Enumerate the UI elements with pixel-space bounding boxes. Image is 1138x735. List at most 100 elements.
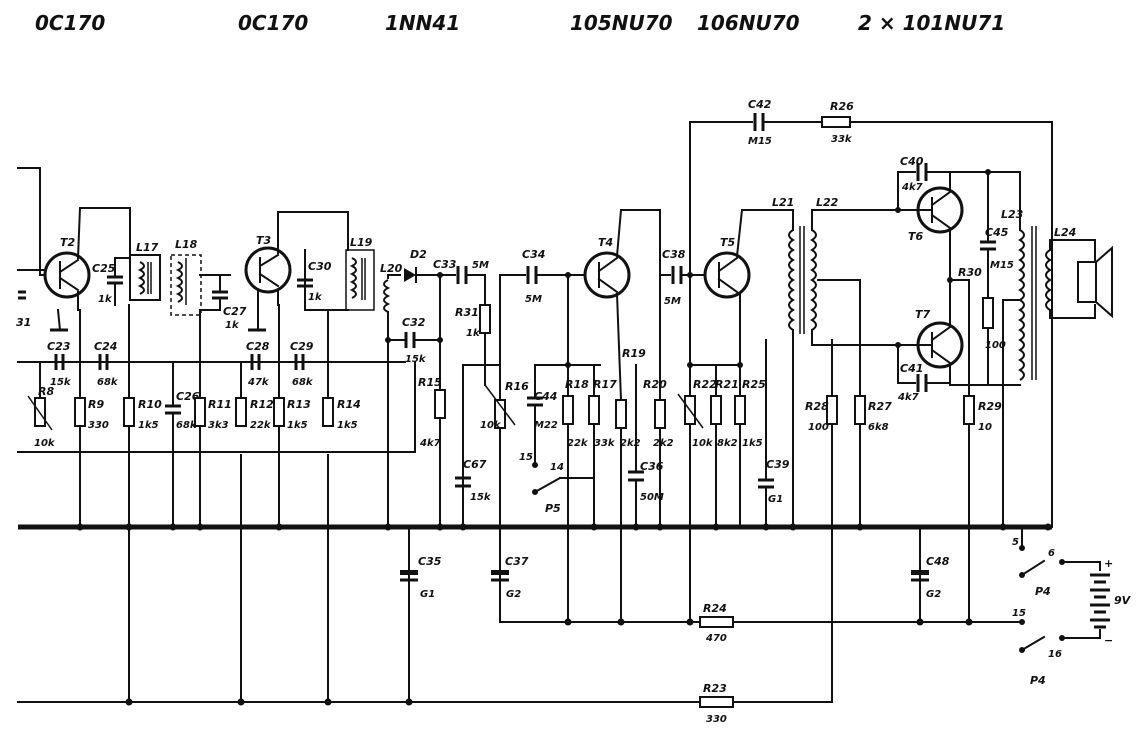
value-r20: 2k2	[653, 438, 674, 449]
label-l22: L22	[816, 196, 839, 209]
label-r12: R12	[250, 398, 274, 411]
rail-resistors: R24 470 R23 330	[699, 602, 734, 725]
value-r15: 4k7	[419, 438, 441, 449]
value-c28: 47k	[247, 377, 270, 388]
label-t2: T2	[60, 236, 76, 249]
stage-output: T6 T7 C40 4k7 C41 4k7 R30 C45 M15 100	[895, 155, 1113, 528]
pin-15: 15	[1012, 608, 1026, 619]
value-r19: 2k2	[620, 438, 641, 449]
resistor-r28	[826, 395, 838, 425]
value-c24: 68k	[97, 377, 119, 388]
label-r23: R23	[703, 682, 727, 695]
value-c67: 15k	[470, 492, 492, 503]
resistor-r19	[615, 399, 627, 429]
resistor-r15	[434, 389, 446, 419]
resistor-r30	[982, 297, 994, 329]
battery-minus: −	[1104, 634, 1113, 647]
transistor-t4	[583, 251, 631, 299]
label-r27: R27	[868, 400, 892, 413]
label-c37: C37	[505, 555, 529, 568]
pin-6: 6	[1048, 548, 1055, 559]
label-t4: T4	[598, 236, 613, 249]
label-p5: P5	[545, 502, 561, 515]
label-c36: C36	[640, 460, 664, 473]
speaker-body	[1077, 261, 1097, 303]
label-c26: C26	[176, 390, 200, 403]
value-r29: 10	[978, 422, 992, 433]
label-r31: R31	[455, 306, 479, 319]
label-r13: R13	[287, 398, 311, 411]
label-r17: R17	[593, 378, 617, 391]
label-r8: R8	[38, 385, 54, 398]
header-label-t3: 0C170	[238, 11, 308, 35]
label-c28: C28	[246, 340, 270, 353]
pin-16: 16	[1048, 649, 1062, 660]
value-r13: 1k5	[287, 420, 308, 431]
label-c30: C30	[308, 260, 332, 273]
label-c29: C29	[290, 340, 314, 353]
label-r19: R19	[622, 347, 646, 360]
bias-network-left: C23 15k C24 68k C28 47k C29 68k R8 10k R…	[17, 304, 416, 528]
value-c40: 4k7	[901, 182, 923, 193]
pin-15-p5: 15	[519, 452, 533, 463]
label-r10: R10	[138, 398, 162, 411]
label-c31-partial: 31	[16, 316, 31, 329]
value-r26: 33k	[831, 134, 853, 145]
value-r22: 10k	[692, 438, 714, 449]
tank-l17: C25 1k L17	[92, 241, 161, 306]
value-c42: M15	[748, 136, 772, 147]
junction-dots	[76, 523, 1052, 706]
label-r18: R18	[565, 378, 589, 391]
label-c34: C34	[522, 248, 545, 261]
lower-rails	[17, 339, 1021, 703]
header-label-t6-t7: 2 × 101NU71	[858, 11, 1005, 35]
label-l21: L21	[772, 196, 794, 209]
stage-t2: T2 31	[16, 167, 131, 332]
label-r15: R15	[418, 376, 442, 389]
battery-voltage: 9V	[1114, 594, 1132, 607]
tank-l18: L18 C27 1k	[170, 238, 247, 331]
resistor-r17	[588, 395, 600, 425]
value-c48: G2	[926, 589, 941, 600]
label-c45: C45	[985, 226, 1009, 239]
value-c25: 1k	[98, 294, 113, 305]
resistor-r24	[699, 616, 734, 628]
value-r9: 330	[88, 420, 109, 431]
value-c36: 50M	[640, 492, 664, 503]
label-r16: R16	[505, 380, 529, 393]
value-c37: G2	[506, 589, 521, 600]
value-c30: 1k	[308, 292, 323, 303]
value-c29: 68k	[292, 377, 314, 388]
value-c39: G1	[768, 494, 783, 505]
value-r21: 8k2	[717, 438, 738, 449]
transistor-t5	[703, 251, 751, 299]
value-r10: 1k5	[138, 420, 159, 431]
resistor-r27	[854, 395, 866, 425]
volume-network: R31 1k R15 4k7 R16 10k C67 15k	[418, 274, 529, 528]
label-t3: T3	[256, 234, 272, 247]
pin-14-p5: 14	[550, 462, 564, 473]
transistor-t3	[244, 246, 292, 294]
battery-plus: +	[1104, 557, 1113, 570]
value-c41: 4k7	[897, 392, 919, 403]
label-r20: R20	[643, 378, 667, 391]
header-label-t5: 106NU70	[697, 11, 800, 35]
header-label-d2: 1NN41	[385, 11, 460, 35]
label-c44: C44	[534, 390, 557, 403]
label-c32: C32	[402, 316, 426, 329]
stage-t4: T4 C34 5M R18 22k R17 33k C44 M22 15 14 …	[499, 209, 674, 528]
value-r28: 100	[808, 422, 829, 433]
resistor-r25	[734, 395, 746, 425]
label-t7: T7	[915, 308, 931, 321]
battery-9v	[1090, 573, 1110, 629]
label-c23: C23	[47, 340, 71, 353]
value-r14: 1k5	[337, 420, 358, 431]
value-r11: 3k3	[208, 420, 229, 431]
value-r23: 330	[706, 714, 727, 725]
resistor-r14	[322, 397, 334, 427]
header-label-t2: 0C170	[35, 11, 105, 35]
label-r24: R24	[703, 602, 727, 615]
label-l24: L24	[1054, 226, 1076, 239]
value-c26: 68k	[176, 420, 198, 431]
resistor-r18	[562, 395, 574, 425]
